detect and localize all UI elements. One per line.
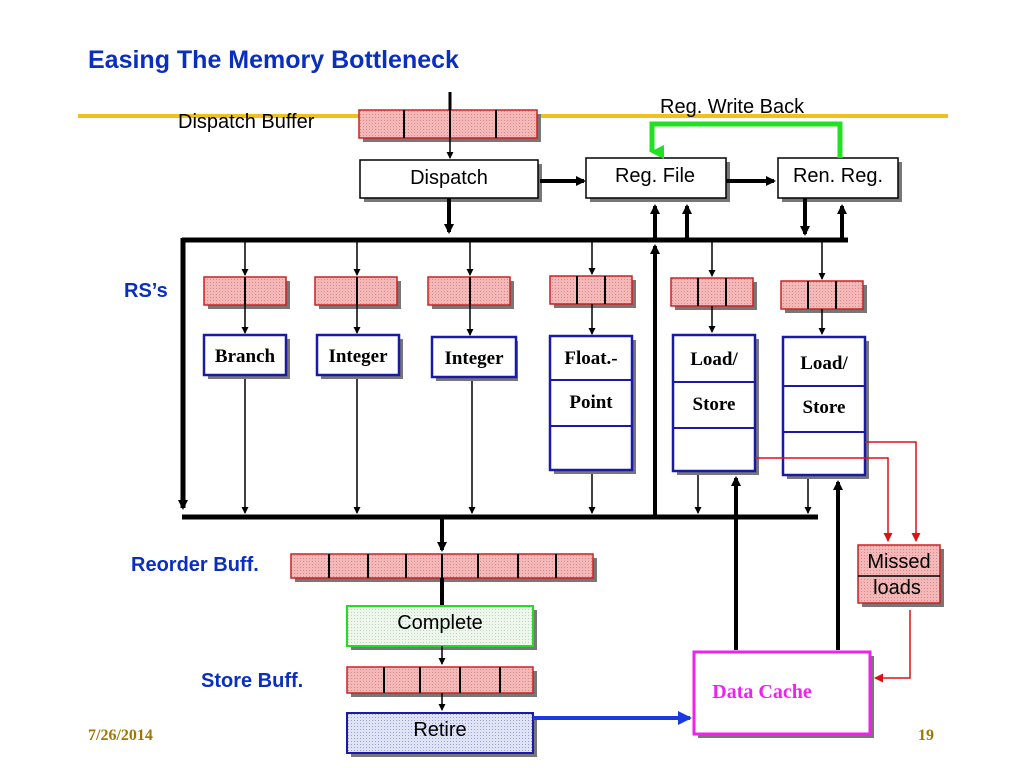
unit-integer-1: Integer (315, 333, 403, 379)
float-label-2: Point (569, 392, 613, 413)
rs-branch (203, 276, 290, 309)
ren-reg-label: Ren. Reg. (793, 165, 883, 187)
rs-load-store-1 (670, 277, 757, 310)
complete-label: Complete (397, 612, 483, 634)
reorder-buff-label: Reorder Buff. (131, 554, 259, 576)
branch-label: Branch (215, 346, 276, 367)
unit-integer-2: Integer (430, 335, 518, 381)
reg-write-back-arrow (649, 121, 843, 159)
unit-load-store-2: Load/ Store (781, 335, 869, 479)
complete-box (346, 605, 534, 647)
dispatch-buffer-label: Dispatch Buffer (178, 111, 315, 133)
ls1-label-1: Load/ (690, 349, 738, 370)
ls2-label-1: Load/ (800, 353, 848, 374)
slide-date: 7/26/2014 (88, 727, 153, 744)
unit-float-point: Float.- Point (548, 334, 636, 474)
dispatch-label: Dispatch (410, 167, 488, 189)
integer-1-label: Integer (328, 346, 388, 367)
rs-float (549, 275, 636, 308)
dispatch-buffer (358, 109, 541, 142)
data-cache-box: Data Cache (692, 650, 874, 738)
retire-box (346, 712, 534, 754)
store-buffer (346, 666, 537, 697)
retire-label: Retire (413, 719, 466, 741)
unit-load-store-1: Load/ Store (671, 333, 759, 475)
ls1-label-2: Store (693, 394, 736, 415)
rs-load-store-2 (780, 280, 867, 313)
slide-title: Easing The Memory Bottleneck (88, 46, 459, 74)
store-buff-label: Store Buff. (201, 670, 304, 692)
float-label-1: Float.- (564, 348, 617, 369)
unit-branch: Branch (202, 333, 290, 379)
rs-integer-2 (427, 276, 514, 309)
missed-load-lines (755, 441, 921, 683)
reg-write-back-label: Reg. Write Back (660, 96, 805, 118)
ls2-label-2: Store (803, 397, 846, 418)
reg-file-label: Reg. File (615, 165, 695, 187)
loads-label: loads (873, 577, 921, 599)
reg-file-box (585, 157, 727, 199)
rs-label: RS’s (124, 280, 168, 302)
missed-loads-box: Missed loads (857, 544, 944, 607)
dispatch-box (359, 159, 539, 199)
reorder-buffer (290, 553, 597, 582)
page-number: 19 (918, 727, 934, 744)
rs-integer-1 (314, 276, 401, 309)
data-cache-label: Data Cache (712, 681, 812, 703)
integer-2-label: Integer (444, 348, 504, 369)
missed-label: Missed (867, 551, 930, 573)
